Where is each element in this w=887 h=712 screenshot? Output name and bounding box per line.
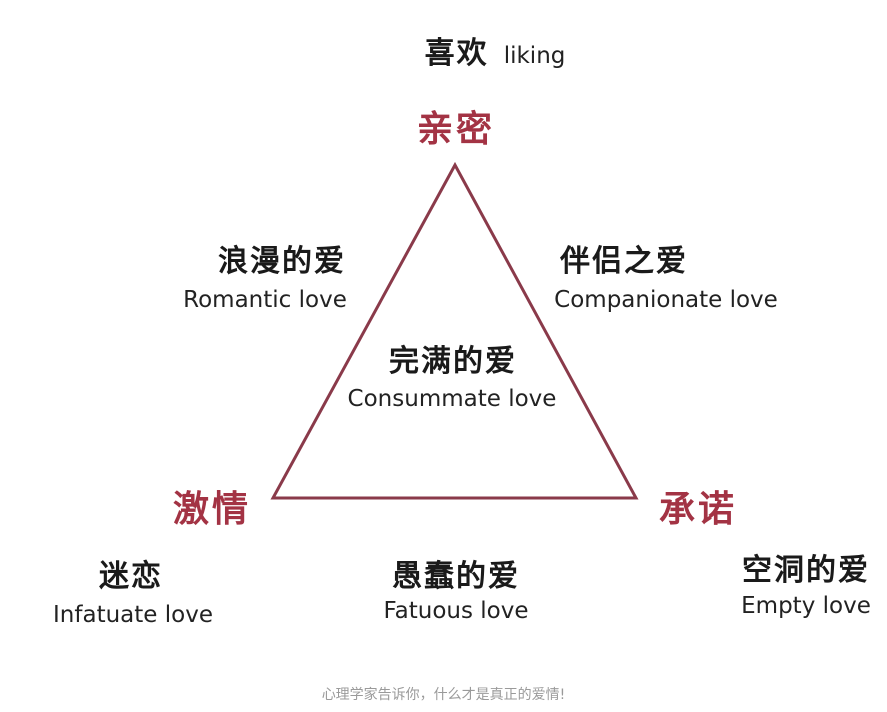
- infatuation-zh: 迷恋: [99, 559, 163, 594]
- fatuous-love-en: Fatuous love: [383, 598, 529, 624]
- companionate-love-en: Companionate love: [554, 287, 778, 313]
- image-caption: 心理学家告诉你，什么才是真正的爱情!: [321, 687, 566, 703]
- consummate-love-zh: 完满的爱: [389, 344, 517, 379]
- fatuous-love-zh: 愚蠢的爱: [392, 559, 520, 594]
- vertex-intimacy: 亲密: [416, 109, 496, 150]
- liking-label: 喜欢 liking: [424, 36, 566, 71]
- infatuation-en: Infatuate love: [53, 602, 213, 628]
- triangle-shape: [270, 161, 639, 500]
- romantic-love-en: Romantic love: [183, 287, 347, 313]
- vertex-commitment: 承诺: [658, 489, 738, 530]
- triangle: [270, 161, 639, 500]
- empty-love-en: Empty love: [741, 593, 871, 619]
- love-triangle-diagram: 喜欢 liking 亲密 激情 承诺 浪漫的爱 Romantic love 伴侣…: [53, 36, 871, 628]
- companionate-love-zh: 伴侣之爱: [560, 244, 688, 279]
- vertex-passion: 激情: [172, 489, 252, 530]
- romantic-love-zh: 浪漫的爱: [218, 244, 346, 279]
- empty-love-zh: 空洞的爱: [742, 553, 870, 588]
- consummate-love-en: Consummate love: [347, 386, 557, 412]
